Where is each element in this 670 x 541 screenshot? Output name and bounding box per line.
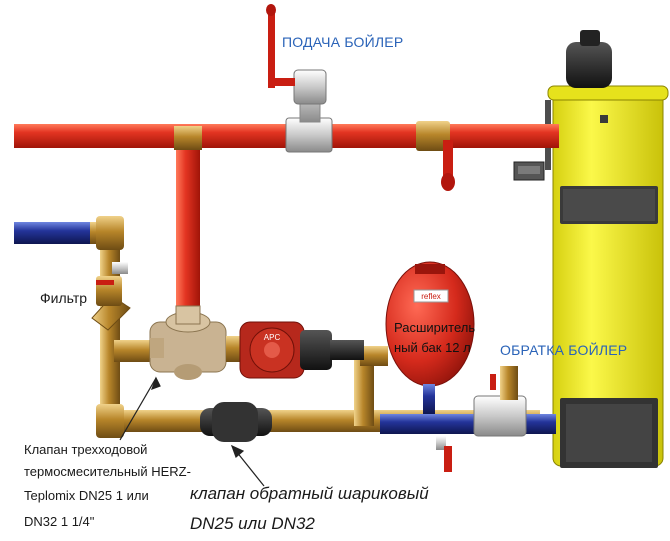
label-check-line1: клапан обратный шариковый	[190, 484, 429, 503]
label-valve3-line2: термосмесительный HERZ-	[24, 464, 191, 479]
label-check-line2: DN25 или DN32	[190, 514, 315, 533]
label-valve3-line1: Клапан трехходовой	[24, 442, 148, 457]
label-valve3-line3: Teplomix DN25 1 или	[24, 488, 149, 503]
label-valve3-line4: DN32 1 1/4"	[24, 514, 95, 529]
check-valve	[200, 402, 272, 442]
pump-brand: APC	[264, 333, 281, 342]
label-filter: Фильтр	[40, 290, 88, 306]
return-inlet-pipe	[14, 222, 94, 244]
expansion-tank: reflex	[385, 261, 475, 414]
supply-tee	[174, 126, 202, 150]
supply-valve-assembly	[266, 4, 333, 153]
supply-brass-union	[416, 121, 455, 191]
tank-brand: reflex	[421, 292, 441, 301]
three-way-valve	[149, 305, 227, 380]
supply-pipe	[14, 124, 559, 312]
return-valve-handle	[490, 374, 496, 390]
label-tank-line1: Расширитель	[394, 320, 476, 335]
return-pipe	[380, 366, 556, 472]
label-tank-line2: ный бак 12 л	[394, 340, 471, 355]
circulation-pump: APC	[226, 321, 364, 379]
filter-valve-handle	[96, 280, 114, 285]
solid-fuel-boiler	[513, 30, 669, 468]
label-boiler-return: ОБРАТКА БОЙЛЕР	[500, 342, 628, 358]
label-boiler-supply: ПОДАЧА БОЙЛЕР	[282, 34, 404, 50]
pointer-arrows	[119, 376, 265, 487]
